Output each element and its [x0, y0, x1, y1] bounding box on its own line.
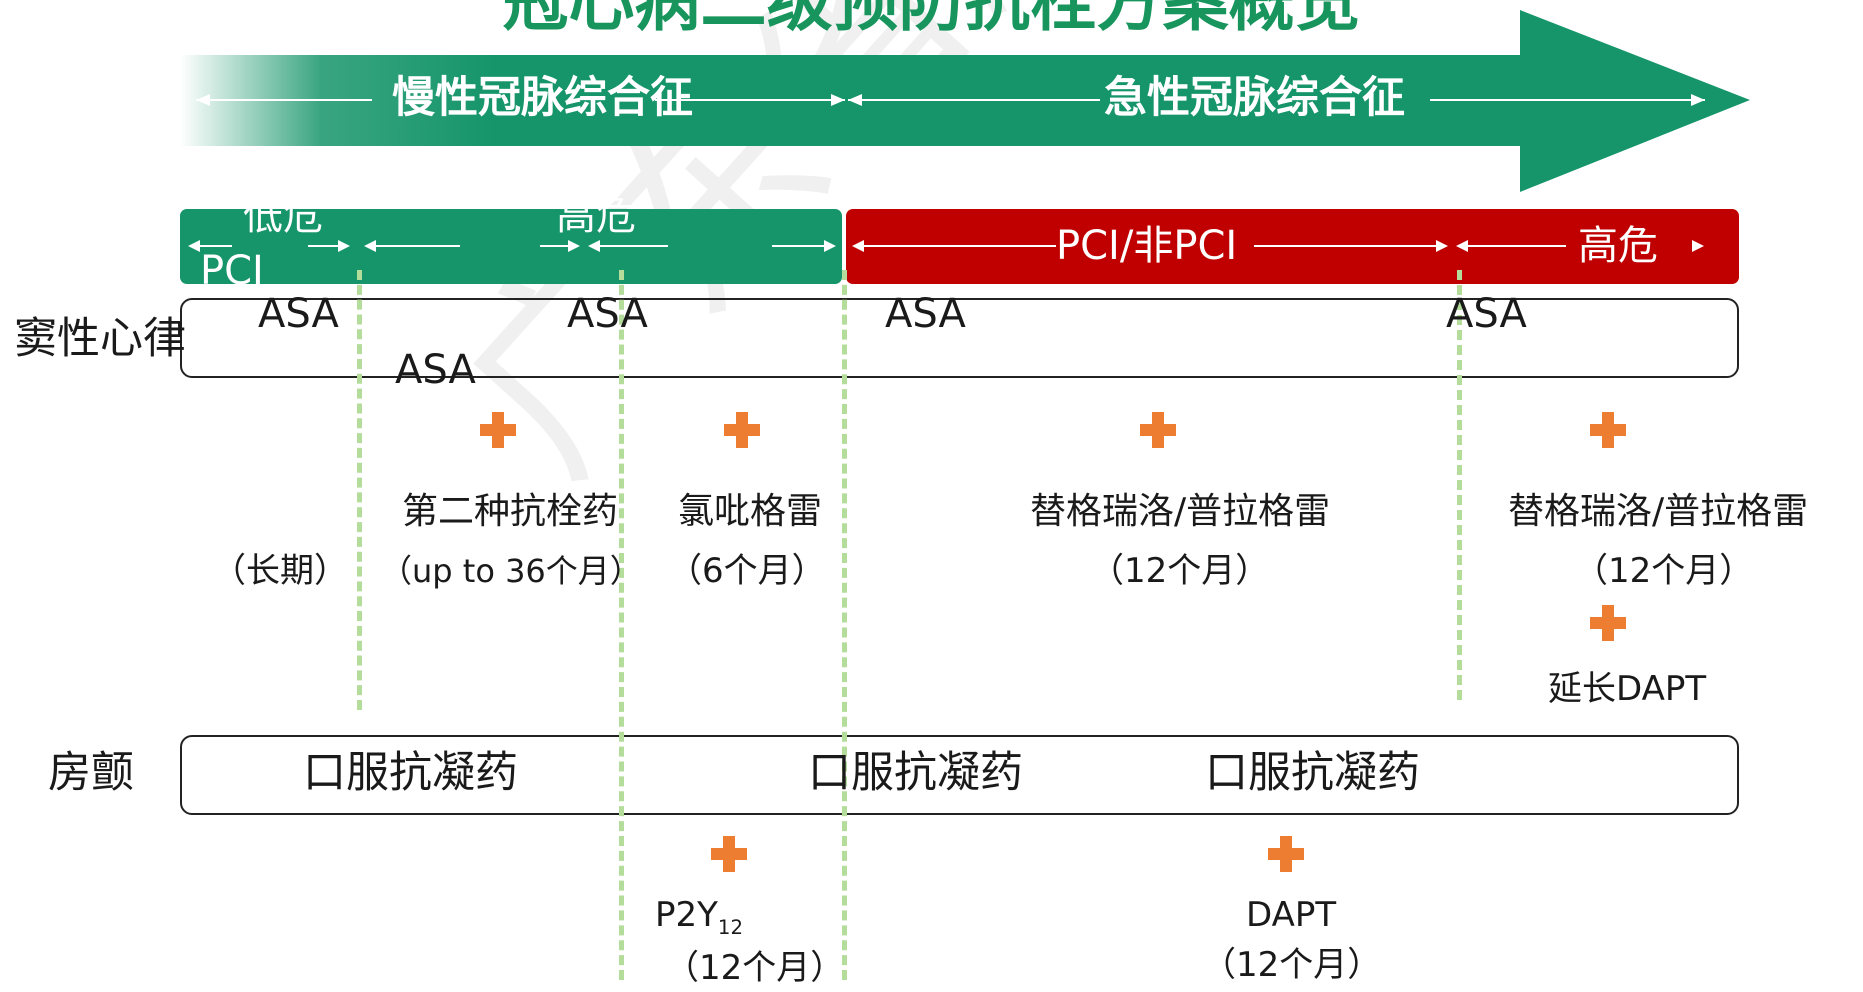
plus-icon [724, 412, 760, 448]
long-term-label: （长期） [212, 551, 348, 591]
ticagrelor-duration-1: （12个月） [1090, 551, 1270, 591]
plus-icon [1140, 412, 1176, 448]
plus-icon [1590, 605, 1626, 641]
sinus-rhythm-label: 窦性心律 [14, 314, 186, 364]
high-risk-right-label: 高危 [1578, 223, 1658, 269]
plus-icon [711, 836, 747, 872]
chronic-band-arrows [188, 240, 836, 252]
dapt-duration: （12个月） [1202, 945, 1382, 985]
asa-label: ASA [567, 291, 648, 337]
asa-label: ASA [258, 291, 339, 337]
ticagrelor-duration-2: （12个月） [1574, 551, 1754, 591]
acs-arrow [180, 10, 1750, 192]
asa-label: ASA [395, 347, 476, 393]
acute-coronary-label: 急性冠脉综合征 [1104, 73, 1405, 123]
ticagrelor-label-2: 替格瑞洛/普拉格雷 [1508, 491, 1809, 532]
dapt-label: DAPT [1246, 895, 1337, 935]
plus-icon [1268, 836, 1304, 872]
pci-nonpci-label: PCI/非PCI [1056, 223, 1238, 269]
extend-dapt-label: 延长DAPT [1548, 669, 1707, 709]
divider-line [842, 270, 847, 980]
divider-line [1457, 270, 1462, 700]
af-label: 房颤 [48, 748, 134, 798]
low-risk-label: 低危 [243, 193, 323, 239]
clopidogrel-label: 氯吡格雷 [678, 491, 823, 532]
p2y12-label: P2Y12 [655, 895, 743, 939]
page-title: 冠心病二级预防抗栓方案概览 [502, 0, 1361, 40]
pci-label: PCI [200, 248, 264, 294]
clopidogrel-duration: （6个月） [668, 551, 826, 591]
chronic-coronary-label: 慢性冠脉综合征 [392, 73, 693, 123]
asa-label: ASA [1446, 291, 1527, 337]
ticagrelor-label-1: 替格瑞洛/普拉格雷 [1030, 491, 1331, 532]
sinus-rhythm-box [180, 298, 1739, 378]
second-drug-duration: （up to 36个月） [380, 552, 642, 590]
p2y12-duration: （12个月） [665, 948, 845, 988]
divider-line [357, 270, 362, 710]
chronic-risk-band [180, 209, 842, 284]
plus-icon [1590, 412, 1626, 448]
oac-label: 口服抗凝药 [303, 748, 518, 798]
asa-label: ASA [885, 291, 966, 337]
high-risk-left-label: 高危 [556, 193, 636, 239]
oac-label: 口服抗凝药 [1205, 748, 1420, 798]
oac-label: 口服抗凝药 [808, 748, 1023, 798]
divider-line [619, 270, 624, 980]
plus-icon [480, 412, 516, 448]
af-box [180, 735, 1739, 815]
second-drug-label: 第二种抗栓药 [402, 491, 619, 532]
acute-band-arrows [852, 240, 1704, 252]
